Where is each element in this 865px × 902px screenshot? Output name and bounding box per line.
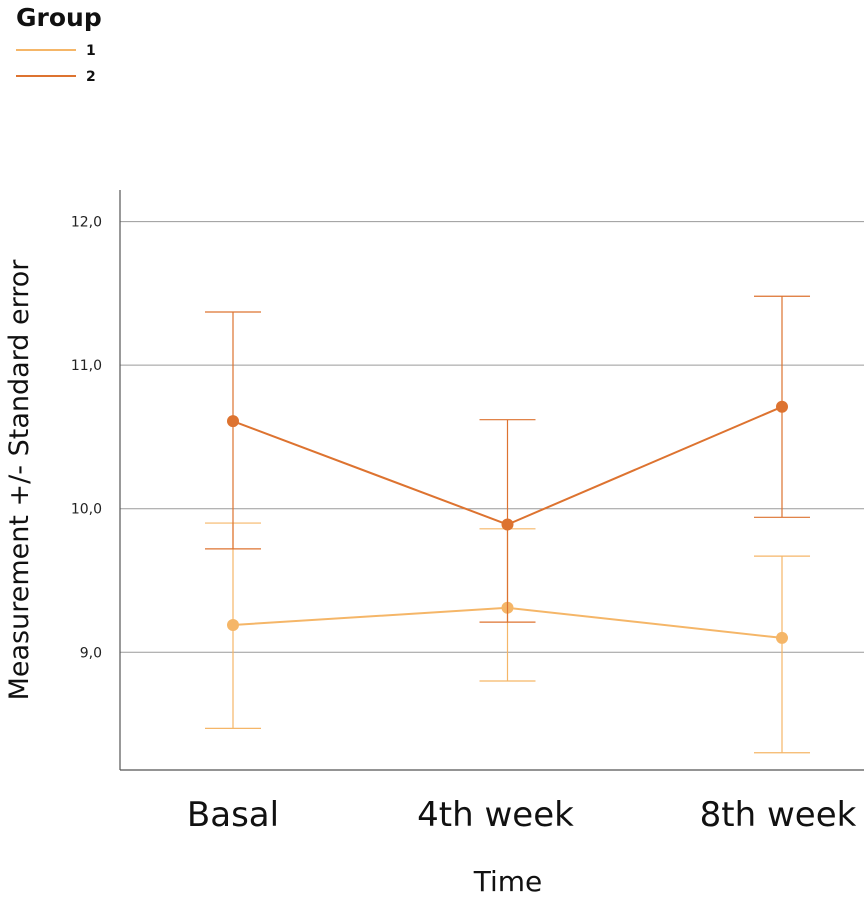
data-point [501,518,514,531]
x-tick-label: 4th week [417,795,574,835]
axes [119,190,864,771]
legend-label-group-2: 2 [86,69,96,85]
legend: Group 1 2 [16,3,102,85]
x-tick-labels: Basal 4th week 8th week [187,795,857,835]
y-tick-label: 10,0 [71,502,102,518]
y-axis-label: Measurement +/- Standard error [4,259,35,701]
gridlines [120,221,864,653]
y-tick-label: 9,0 [80,645,102,661]
series-layer [205,295,810,754]
x-tick-label: Basal [187,795,279,835]
data-point [227,619,239,631]
x-tick-label: 8th week [700,795,857,835]
data-point [776,631,788,644]
x-axis-label: Time [473,865,543,898]
legend-label-group-1: 1 [86,43,96,59]
legend-title: Group [16,3,102,32]
y-tick-label: 11,0 [71,358,102,374]
series-group-2 [205,295,810,623]
y-tick-label: 12,0 [71,215,102,231]
data-point [776,400,788,413]
y-tick-labels: 9,0 10,0 11,0 12,0 [71,215,102,662]
data-point [227,415,239,428]
